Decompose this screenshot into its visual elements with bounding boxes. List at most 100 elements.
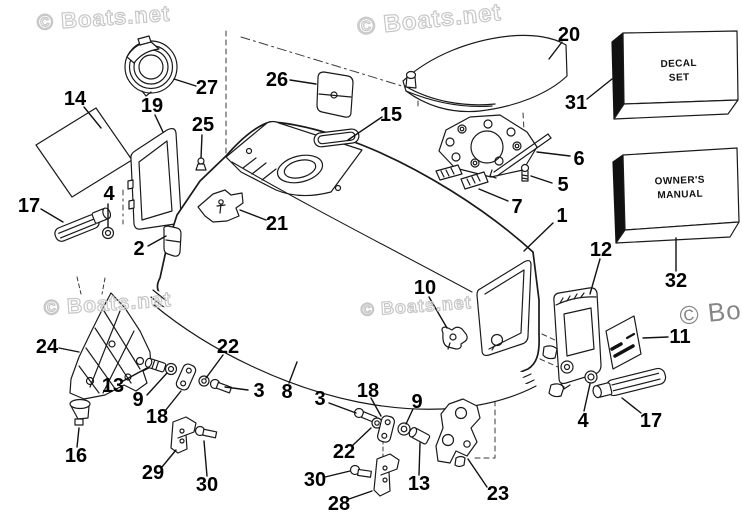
part-callout-31[interactable]: 31 — [564, 92, 588, 114]
leader-line-11 — [642, 336, 669, 339]
leader-line-8 — [288, 361, 298, 384]
part-callout-9[interactable]: 9 — [132, 389, 144, 411]
part-clip-bracket-28 — [373, 453, 400, 497]
part-callout-30[interactable]: 30 — [195, 474, 219, 496]
part-callout-26[interactable]: 26 — [265, 69, 289, 91]
part-callout-5[interactable]: 5 — [557, 174, 569, 196]
part-rope-coil — [124, 35, 178, 97]
part-callout-18[interactable]: 18 — [356, 380, 380, 402]
part-arrow-marker — [197, 189, 244, 223]
part-handle-left — [54, 207, 112, 242]
part-callout-18[interactable]: 18 — [145, 406, 169, 428]
leader-line-20 — [548, 41, 563, 60]
part-callout-4[interactable]: 4 — [577, 410, 589, 432]
leader-line-18 — [370, 397, 382, 417]
owners-manual-line1: OWNER'S — [654, 174, 706, 188]
part-callout-21[interactable]: 21 — [265, 213, 289, 235]
leader-line-1 — [523, 222, 554, 252]
part-latch-recess — [313, 128, 360, 148]
brand-logo-mark — [610, 332, 636, 358]
part-callout-30[interactable]: 30 — [303, 469, 327, 491]
part-callout-20[interactable]: 20 — [557, 24, 581, 46]
part-washer-9-left — [164, 362, 178, 376]
decal-set-label: DECAL SET — [660, 57, 697, 85]
part-callout-4[interactable]: 4 — [103, 183, 115, 205]
part-callout-32[interactable]: 32 — [664, 270, 688, 292]
part-callout-16[interactable]: 16 — [64, 445, 88, 467]
part-grommet-right — [584, 370, 598, 384]
leader-line-9 — [405, 408, 414, 425]
part-callout-8[interactable]: 8 — [281, 381, 293, 403]
part-callout-23[interactable]: 23 — [486, 483, 510, 505]
part-screw-25 — [195, 157, 207, 171]
decal-set-line1: DECAL — [660, 57, 698, 71]
leader-line-17 — [621, 397, 642, 414]
part-callout-11[interactable]: 11 — [669, 326, 691, 348]
part-support-plate — [438, 114, 552, 179]
part-clip-bracket-29 — [170, 416, 197, 454]
part-screw-30-left — [194, 425, 218, 439]
part-screw-5 — [520, 163, 530, 182]
leader-line-30 — [203, 440, 208, 477]
part-callout-1[interactable]: 1 — [556, 205, 568, 227]
leader-line-18 — [164, 390, 182, 412]
leader-line-14 — [83, 106, 102, 129]
part-callout-25[interactable]: 25 — [191, 114, 215, 136]
leader-line-12 — [589, 258, 601, 295]
part-callout-17[interactable]: 17 — [639, 410, 663, 432]
leader-line-5 — [530, 175, 553, 184]
leader-line-31 — [586, 78, 613, 100]
part-callout-3[interactable]: 3 — [314, 388, 326, 410]
leader-line-4 — [583, 383, 591, 412]
part-callout-19[interactable]: 19 — [140, 95, 164, 117]
part-sleeve-13-center — [408, 426, 431, 445]
part-callout-22[interactable]: 22 — [216, 336, 240, 358]
leader-line-3 — [328, 402, 357, 414]
part-access-cover — [316, 71, 354, 118]
part-owners-manual-box — [612, 147, 740, 244]
part-callout-27[interactable]: 27 — [195, 77, 219, 99]
part-mount-pads — [435, 164, 489, 190]
part-screw-30-center — [349, 464, 372, 478]
part-callout-2[interactable]: 2 — [133, 238, 145, 260]
leader-line-13 — [122, 367, 148, 382]
leader-line-22 — [351, 427, 372, 447]
part-hinge-pin — [405, 70, 417, 89]
leader-line-3 — [224, 386, 249, 391]
part-plate-18-center — [377, 415, 395, 443]
leader-line-17 — [40, 208, 64, 223]
part-callout-12[interactable]: 12 — [589, 239, 613, 261]
leader-line-29 — [161, 449, 177, 468]
part-callout-3[interactable]: 3 — [253, 380, 265, 402]
part-callout-7[interactable]: 7 — [511, 196, 523, 218]
part-callout-13[interactable]: 13 — [101, 375, 125, 397]
leader-line-16 — [76, 427, 80, 448]
part-seal-frame — [127, 127, 182, 230]
part-callout-29[interactable]: 29 — [141, 462, 165, 484]
part-front-bracket — [69, 292, 152, 400]
part-callout-28[interactable]: 28 — [327, 493, 351, 512]
leader-line-13 — [418, 442, 421, 476]
part-washer-22-center — [371, 417, 383, 429]
construction-lines — [76, 30, 559, 459]
part-callout-14[interactable]: 14 — [63, 88, 87, 110]
leader-line-21 — [239, 209, 267, 221]
leader-line-15 — [347, 116, 383, 141]
leader-line-10 — [428, 296, 448, 329]
leader-line-6 — [536, 151, 571, 157]
part-callout-24[interactable]: 24 — [35, 336, 59, 358]
part-callout-17[interactable]: 17 — [17, 195, 41, 217]
part-liner-pad — [35, 107, 133, 198]
leader-lines — [40, 41, 677, 500]
part-callout-6[interactable]: 6 — [573, 148, 585, 170]
part-decal-set-box — [611, 30, 739, 120]
owners-manual-line2: MANUAL — [657, 188, 704, 201]
part-callout-9[interactable]: 9 — [411, 391, 423, 413]
part-callout-15[interactable]: 15 — [379, 104, 403, 126]
part-callout-10[interactable]: 10 — [413, 277, 437, 299]
part-callout-13[interactable]: 13 — [407, 473, 431, 495]
leader-line-28 — [348, 490, 373, 500]
part-callout-22[interactable]: 22 — [332, 441, 356, 463]
